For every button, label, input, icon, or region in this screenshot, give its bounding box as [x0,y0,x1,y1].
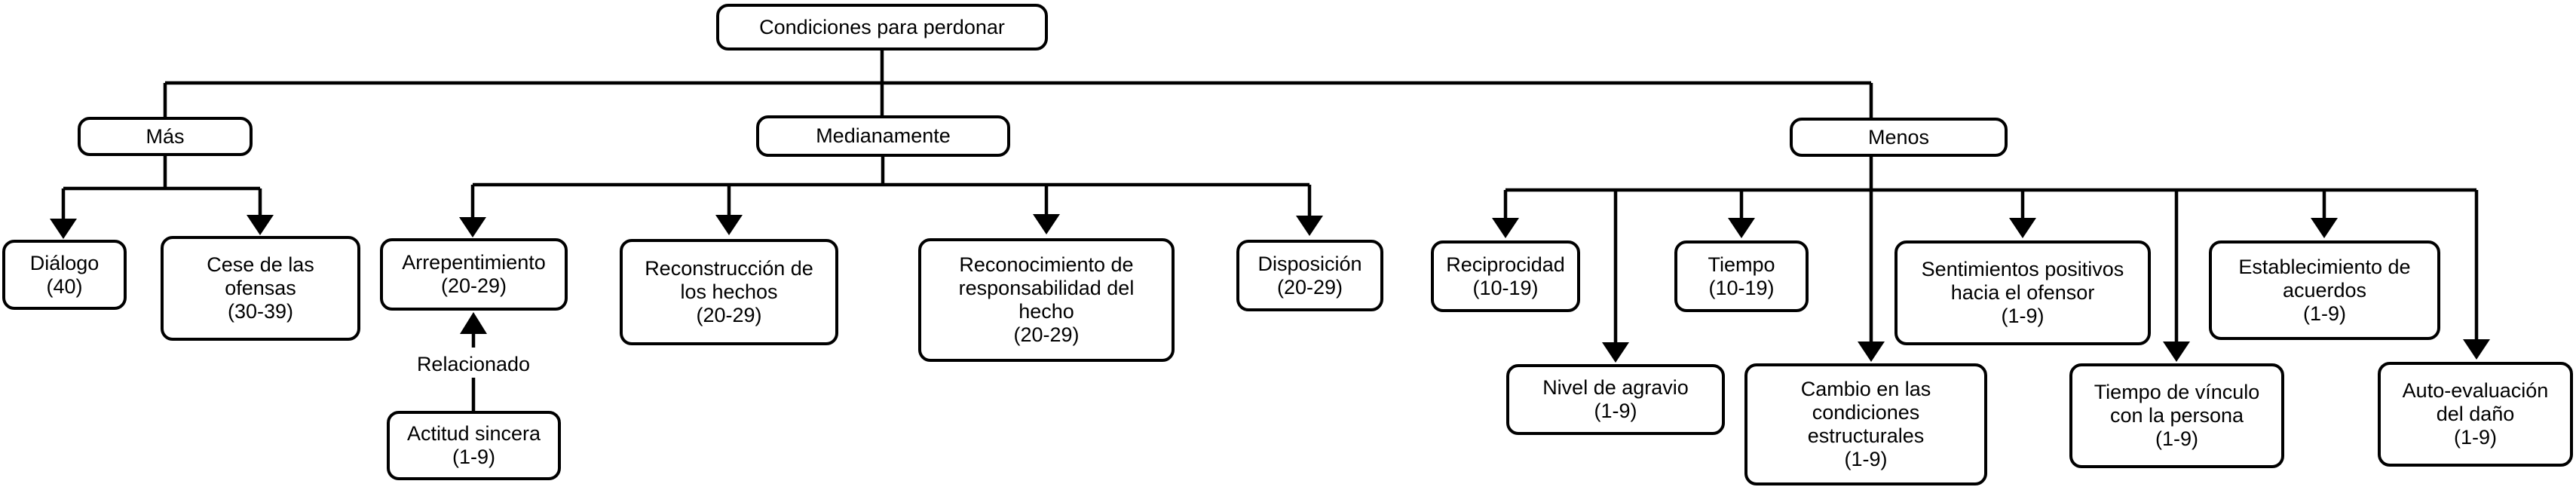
node-range: (1-9) [2155,427,2198,450]
node-range: (20-29) [696,304,762,326]
node-establecimiento-acuerdos: Establecimiento de acuerdos (1-9) [2209,240,2440,340]
node-label: Menos [1867,125,1930,149]
node-nivel-agravio: Nivel de agravio (1-9) [1506,364,1725,435]
node-medianamente: Medianamente [756,115,1010,157]
node-cambio-condiciones: Cambio en las condiciones estructurales … [1744,363,1987,485]
node-menos: Menos [1790,118,2008,157]
node-reconstruccion: Reconstrucción de los hechos (20-29) [620,239,838,345]
node-label: Establecimiento de acuerdos [2238,255,2411,302]
node-label: Diálogo [29,251,100,274]
node-label: Cambio en las condiciones estructurales [1800,378,1931,447]
node-range: (1-9) [2302,302,2346,325]
node-label: Actitud sincera [406,422,541,445]
node-range: (10-19) [1472,276,1539,299]
node-label: Tiempo de vínculo con la persona [2094,381,2260,427]
node-range: (1-9) [452,446,495,468]
relation-label: Relacionado [416,353,531,375]
node-range: (1-9) [1594,400,1637,422]
node-range: (20-29) [1276,275,1343,299]
node-sentimientos-positivos: Sentimientos positivos hacia el ofensor … [1894,240,2151,345]
node-label: Cese de las ofensas [207,253,314,299]
node-root: Condiciones para perdonar [716,4,1048,51]
node-range: (1-9) [2453,426,2497,449]
node-label: Reciprocidad [1446,253,1565,276]
node-label: Sentimientos positivos hacia el ofensor [1921,258,2124,304]
node-label: Más [145,124,185,148]
node-label: Disposición [1257,252,1362,275]
node-range: (20-29) [440,274,507,297]
node-range: (40) [46,274,83,298]
node-label: Reconstrucción de los hechos [645,257,813,303]
node-range: (1-9) [2001,305,2045,327]
node-label: Nivel de agravio [1542,376,1689,399]
node-label: Condiciones para perdonar [759,15,1005,38]
node-mas: Más [78,117,253,156]
node-label: Reconocimiento de responsabilidad del he… [958,253,1135,323]
node-tiempo-vinculo: Tiempo de vínculo con la persona (1-9) [2069,363,2284,468]
node-disposicion: Disposición (20-29) [1236,240,1383,311]
node-range: (30-39) [227,300,294,323]
node-arrepentimiento: Arrepentimiento (20-29) [380,238,568,311]
node-range: (10-19) [1708,276,1775,299]
node-actitud-sincera: Actitud sincera (1-9) [387,411,561,480]
node-range: (20-29) [1013,323,1080,346]
node-label: Arrepentimiento [402,251,546,274]
node-reconocimiento: Reconocimiento de responsabilidad del he… [918,238,1175,362]
node-label: Auto-evaluación del daño [2402,379,2549,425]
node-range: (1-9) [1844,448,1888,470]
node-reciprocidad: Reciprocidad (10-19) [1431,240,1580,312]
node-label: Tiempo [1708,253,1775,276]
node-tiempo: Tiempo (10-19) [1674,240,1809,312]
node-label: Medianamente [816,124,951,147]
node-autoevaluacion: Auto-evaluación del daño (1-9) [2378,362,2573,467]
node-cese-ofensas: Cese de las ofensas (30-39) [161,236,360,341]
node-dialogo: Diálogo (40) [2,240,127,310]
